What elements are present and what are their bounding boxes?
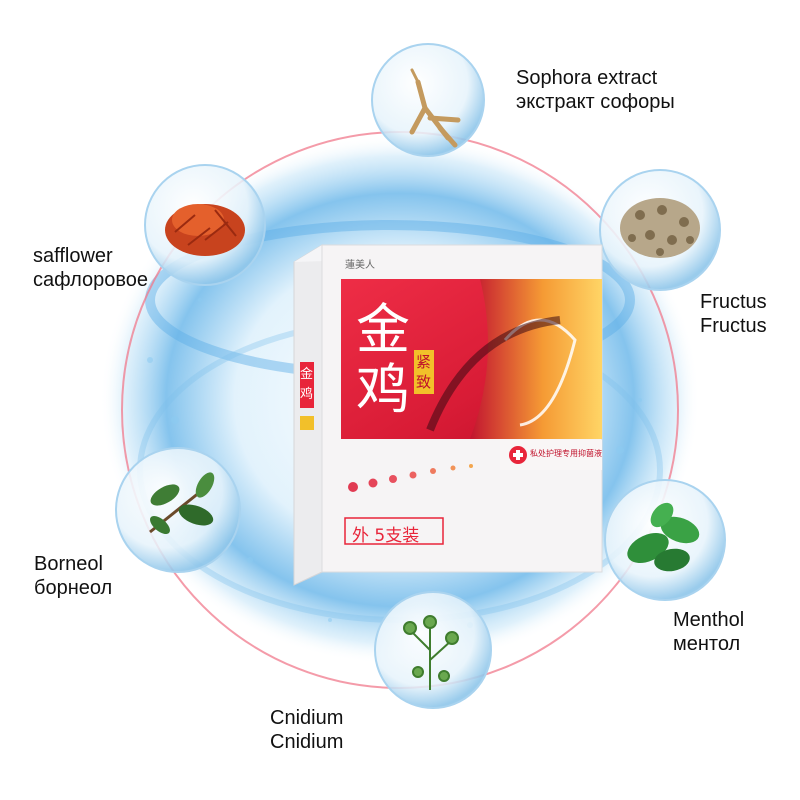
bubble-menthol (604, 479, 726, 601)
label-menthol: Menthol ментол (673, 608, 744, 656)
box-brand: 蓮美人 (345, 260, 375, 271)
cnidium-plant-icon (403, 615, 459, 690)
label-fructus-line2: Fructus (700, 315, 767, 337)
label-menthol-en: Menthol (673, 609, 745, 631)
seeds-icon (620, 198, 700, 258)
label-borneol-en: Borneol (34, 553, 103, 575)
ginseng-root-icon (409, 68, 461, 148)
safflower-icon (165, 204, 245, 256)
leaf-branch-icon (149, 472, 215, 534)
label-menthol-ru: ментол (673, 633, 741, 655)
bubble-safflower (144, 164, 266, 286)
label-safflower-ru: сафлоровое (33, 269, 149, 291)
label-sophora: Sophora extract экстракт софоры (516, 66, 675, 114)
bubble-borneol (115, 447, 241, 573)
box-count: 外 5支装 (352, 526, 420, 546)
label-fructus: Fructus Fructus (700, 290, 767, 338)
label-cnidium-line2: Cnidium (270, 731, 344, 753)
label-sophora-en: Sophora extract (516, 67, 658, 89)
label-cnidium: Cnidium Cnidium (270, 706, 343, 754)
decor-dots (348, 464, 473, 492)
label-sophora-ru: экстракт софоры (516, 91, 675, 113)
label-cnidium-line1: Cnidium (270, 707, 344, 729)
bubble-cnidium (374, 591, 492, 709)
label-borneol-ru: борнеол (34, 577, 113, 599)
box-banner: 私处护理专用抑菌液 (530, 449, 602, 458)
box-tag: 紧致 (416, 353, 432, 391)
bubble-fructus (599, 169, 721, 291)
label-safflower-en: safflower (33, 245, 113, 267)
product-box (293, 244, 603, 586)
label-borneol: Borneol борнеол (34, 552, 112, 600)
label-safflower: safflower сафлоровое (33, 244, 148, 292)
mint-leaf-icon (627, 502, 700, 572)
box-title: 金鸡 (356, 298, 410, 421)
label-fructus-line1: Fructus (700, 291, 767, 313)
box-side-text: 金鸡 (300, 367, 314, 402)
bubble-sophora (371, 43, 485, 157)
